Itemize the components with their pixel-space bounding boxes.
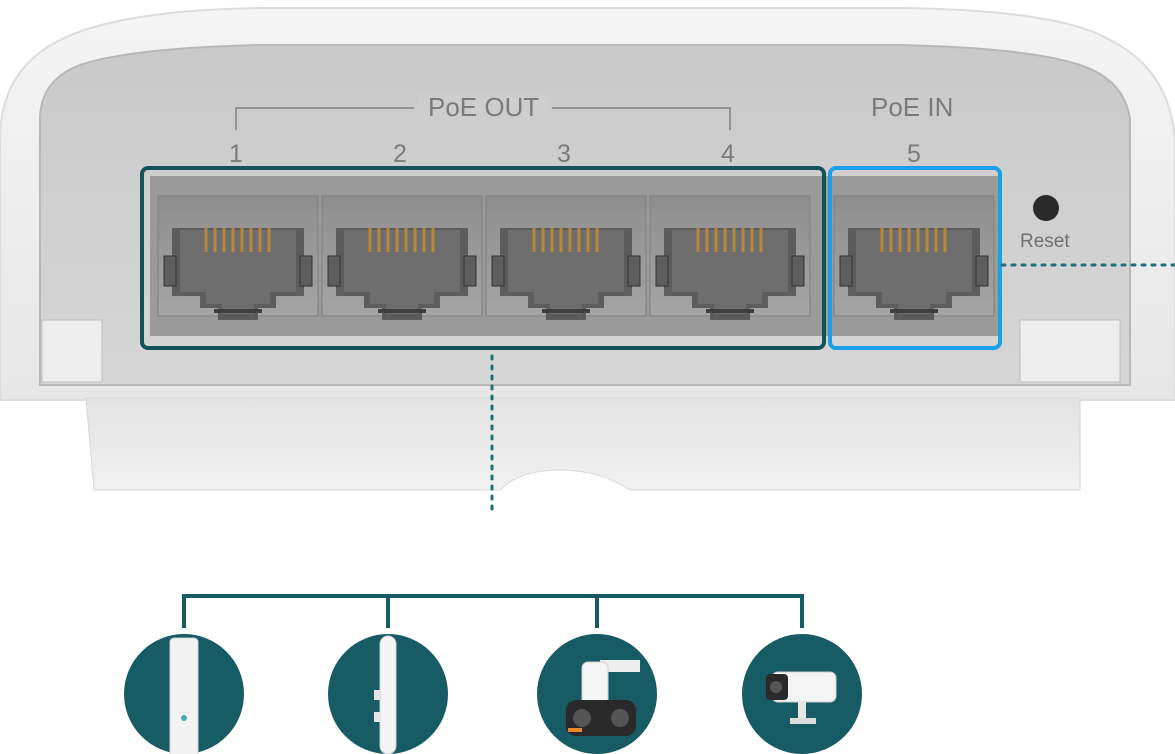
port-2-jack bbox=[320, 194, 484, 322]
reset-button bbox=[1033, 195, 1059, 221]
port-2-number: 2 bbox=[393, 140, 407, 168]
device-tree bbox=[182, 594, 804, 628]
device-outdoor-ap bbox=[328, 634, 448, 754]
switch-skirt bbox=[85, 397, 1081, 491]
poe-in-title: PoE IN bbox=[871, 92, 954, 122]
port-4-number: 4 bbox=[721, 140, 735, 168]
right-mount-tab bbox=[1019, 319, 1121, 383]
port-4-jack bbox=[648, 194, 812, 322]
poe-out-bracket bbox=[235, 107, 731, 130]
poe-out-title: PoE OUT bbox=[418, 94, 550, 120]
port-5-jack bbox=[832, 194, 996, 322]
device-ptz-camera bbox=[537, 634, 657, 754]
port-5-number: 5 bbox=[907, 140, 921, 168]
reset-label: Reset bbox=[1020, 231, 1070, 252]
port-3-jack bbox=[484, 194, 648, 322]
poe-out-frame bbox=[140, 166, 826, 350]
device-bullet-camera bbox=[742, 634, 862, 754]
device-ceiling-ap bbox=[124, 634, 244, 754]
poe-in-frame bbox=[828, 166, 1002, 350]
left-mount-tab bbox=[41, 319, 103, 383]
port-1-jack bbox=[156, 194, 320, 322]
port-3-number: 3 bbox=[557, 140, 571, 168]
port-1-number: 1 bbox=[229, 140, 243, 168]
